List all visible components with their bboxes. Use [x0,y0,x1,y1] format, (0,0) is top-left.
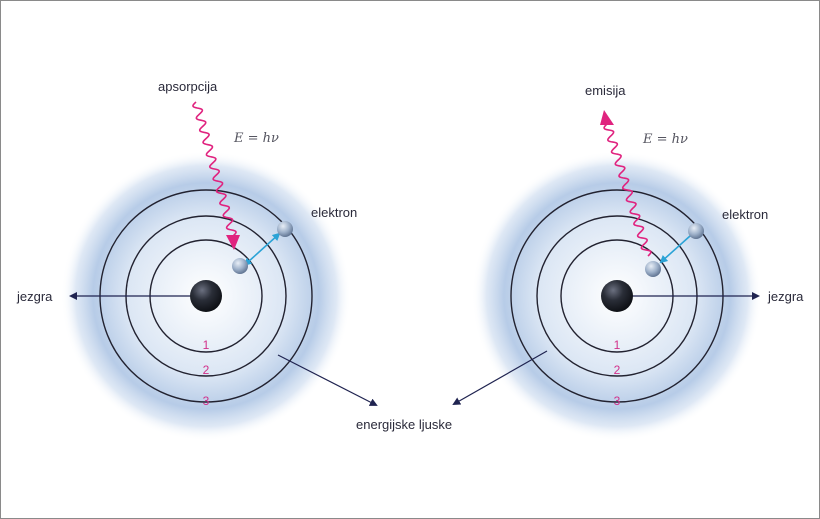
absorption-label: apsorpcija [158,79,218,94]
nucleus-label-left: jezgra [16,289,53,304]
electron-left-inner [232,258,248,274]
atom-right: 1 2 3 emisija E = hν elektron jezgra [472,83,804,441]
shell-number-1-right: 1 [614,338,621,352]
shell-number-1-left: 1 [203,338,210,352]
photon-wave-emission [603,123,652,257]
photon-arrowhead-emission [600,110,614,125]
electron-right-inner [645,261,661,277]
emission-label: emisija [585,83,626,98]
photon-wave-absorption [192,101,237,237]
photon-arrowhead-absorption [226,235,240,250]
nucleus-label-right: jezgra [767,289,804,304]
formula-right: E = hν [642,132,688,147]
transition-arrow-right [659,235,691,264]
formula-left: E = hν [233,131,279,146]
transition-arrow-left [243,232,281,267]
nucleus-right [601,280,633,312]
electron-label-left: elektron [311,205,357,220]
energy-shells-pointer-right [452,350,548,405]
atom-left: 1 2 3 apsorpcija E = hν elektron jezgra [16,79,357,441]
energy-shells-pointer-left [277,354,378,406]
electron-left-outer [277,221,293,237]
energy-shells-label: energijske ljuske [356,417,452,432]
shell-number-2-left: 2 [203,363,210,377]
electron-right-outer [688,223,704,239]
shell-number-2-right: 2 [614,363,621,377]
shell-number-3-left: 3 [203,394,210,408]
shell-number-3-right: 3 [614,394,621,408]
nucleus-left [190,280,222,312]
electron-label-right: elektron [722,207,768,222]
